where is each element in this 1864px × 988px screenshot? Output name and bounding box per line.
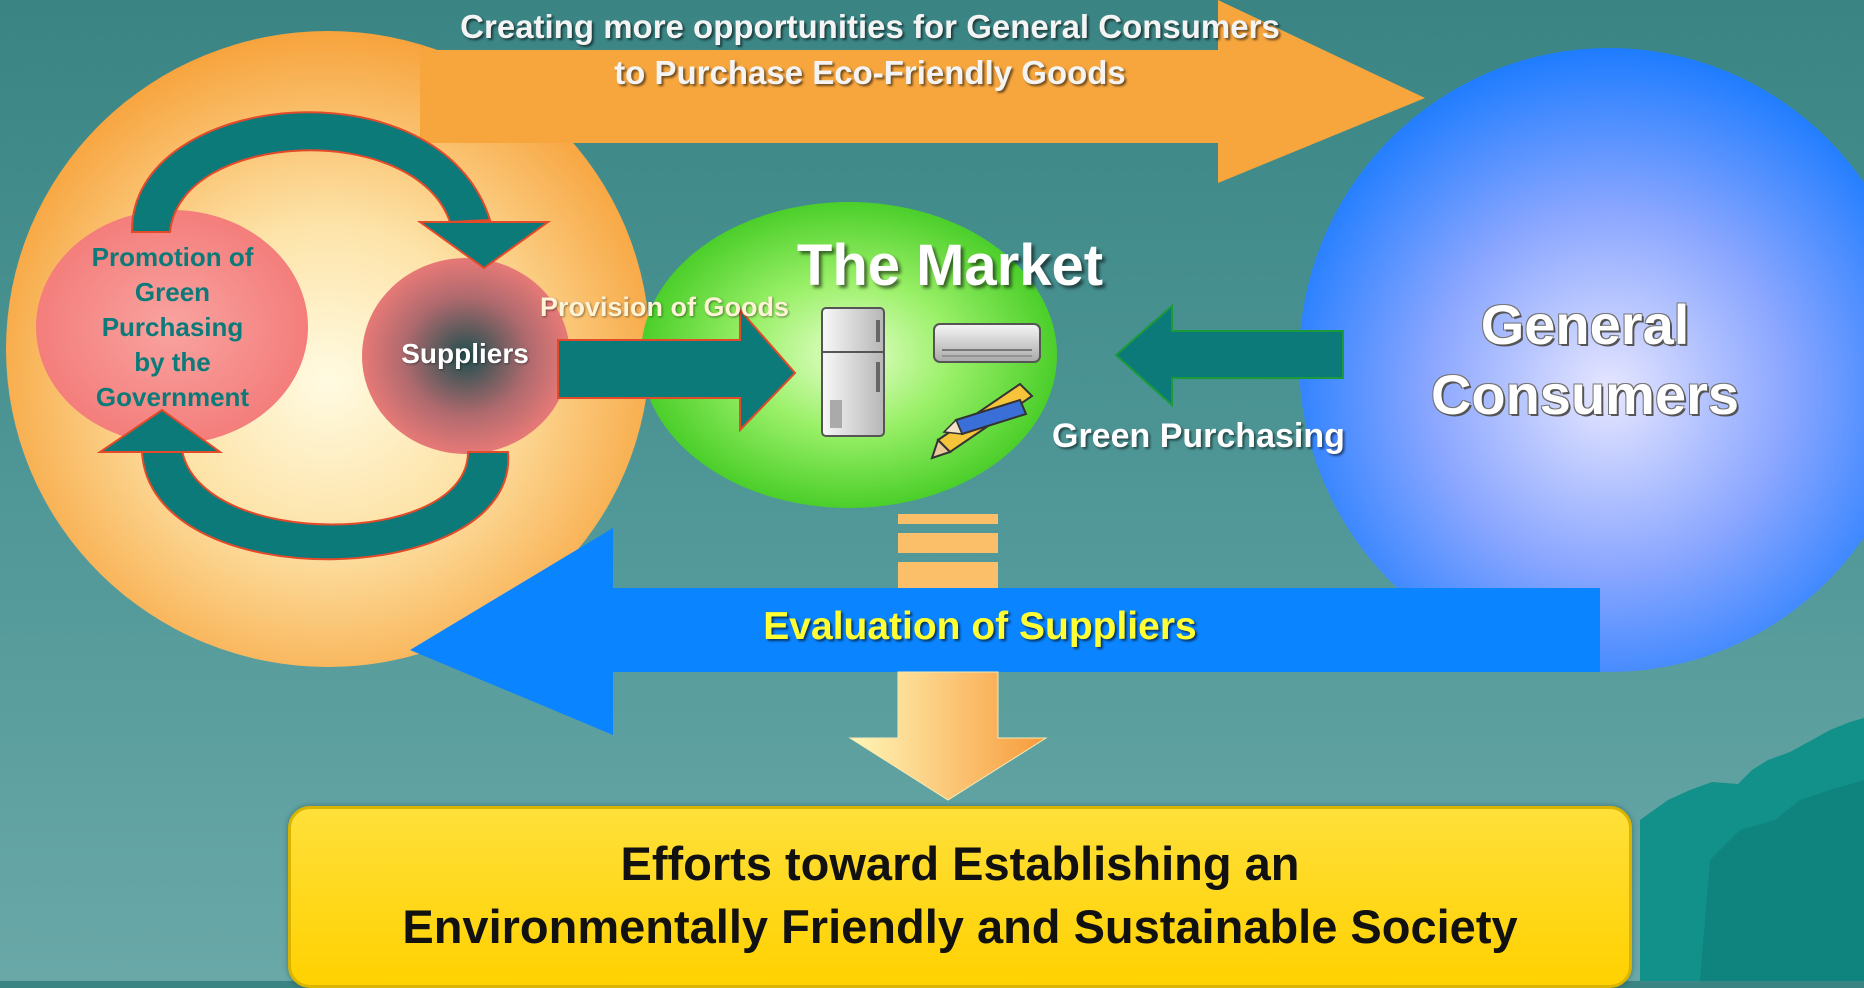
top-caption-line-1: Creating more opportunities for General … (460, 8, 1280, 45)
down-arrow-stripe-1 (898, 514, 998, 524)
suppliers-label: Suppliers (401, 338, 529, 369)
outcome-text: Efforts toward Establishing an Environme… (288, 832, 1632, 958)
air-conditioner-icon (933, 323, 1041, 363)
refrigerator-icon (821, 307, 885, 437)
provision-arrow (557, 307, 797, 433)
outcome-line-1: Efforts toward Establishing an (620, 837, 1300, 890)
consumers-line-1: General (1480, 293, 1690, 356)
green-purchasing-label: Green Purchasing (1052, 417, 1345, 455)
promo-line-3: Purchasing (101, 312, 244, 342)
cycle-arrowhead-bottom (96, 408, 224, 453)
government-promotion-label: Promotion of Green Purchasing by the Gov… (30, 240, 315, 415)
government-circle (36, 210, 308, 444)
general-consumers-label: General Consumers (1360, 290, 1810, 430)
down-arrow (848, 671, 1048, 801)
cycle-arrow-top (130, 111, 492, 233)
top-caption-line-2: to Purchase Eco-Friendly Goods (614, 54, 1126, 91)
down-arrow-stripe-3 (898, 562, 998, 588)
promo-line-2: Green (134, 277, 211, 307)
green-purchasing-arrow (1114, 303, 1344, 408)
evaluation-arrow (410, 528, 1600, 735)
promo-line-4: by the (134, 347, 211, 377)
cycle-arrowhead-top (416, 221, 552, 270)
consumers-line-2: Consumers (1430, 363, 1740, 426)
mountain-ridge (1700, 780, 1864, 981)
promo-line-5: Government (95, 382, 250, 412)
down-arrow-stripe-2 (898, 533, 998, 553)
market-title: The Market (796, 233, 1104, 298)
outcome-line-2: Environmentally Friendly and Sustainable… (402, 900, 1518, 953)
pencil-icon (930, 382, 1034, 460)
top-arrow-caption: Creating more opportunities for General … (0, 4, 1740, 96)
evaluation-of-suppliers-label: Evaluation of Suppliers (763, 605, 1197, 648)
top-arrow (420, 0, 1425, 183)
suppliers-circle (362, 258, 570, 454)
consumers-sphere (1299, 48, 1864, 672)
promo-line-1: Promotion of (91, 242, 254, 272)
outcome-box (288, 806, 1632, 988)
provision-of-goods-label: Provision of Goods (540, 292, 790, 322)
